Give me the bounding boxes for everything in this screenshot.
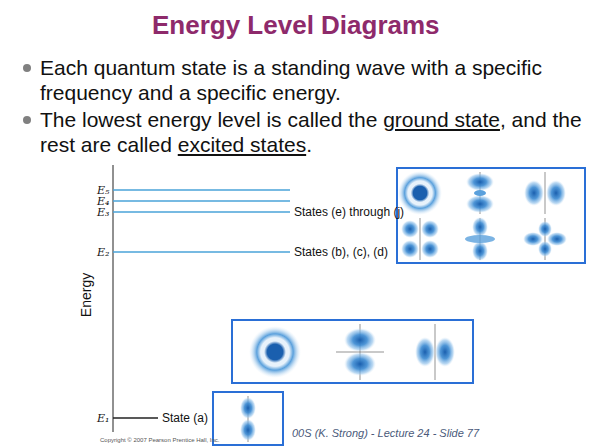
energy-axis xyxy=(113,165,114,432)
state-label: State (a) xyxy=(162,411,208,425)
energy-levels xyxy=(113,251,290,253)
copyright-note: Copyright © 2007 Pearson Prentice Hall, … xyxy=(100,437,219,444)
orbital-a xyxy=(240,419,256,441)
orbitals-e-to-j xyxy=(421,240,439,258)
energy-level-label: E₂ xyxy=(97,247,109,258)
orbitals-b-c-d xyxy=(344,328,376,352)
orbital-frames xyxy=(397,168,585,263)
state-label: States (b), (c), (d) xyxy=(294,245,388,259)
orbitals-e-to-j xyxy=(413,186,427,200)
bullet-phrase: . xyxy=(306,133,312,156)
bullet-phrase: Each quantum state is a standing wave wi… xyxy=(40,56,542,104)
bullet-dots xyxy=(23,64,31,72)
state-label: States (e) through (j) xyxy=(294,205,404,219)
bullet-dots xyxy=(23,64,31,124)
orbitals-e-to-j xyxy=(421,220,439,238)
orbitals-e-to-j xyxy=(466,195,494,213)
orbitals-e-to-j xyxy=(466,173,494,191)
energy-level-label: E₅ xyxy=(97,185,109,196)
energy-axis xyxy=(113,165,114,432)
bullet-text: The lowest energy level is called the gr… xyxy=(40,107,585,157)
orbitals-b-c-d xyxy=(435,337,455,367)
orbitals-b-c-d xyxy=(415,337,435,367)
energy-levels xyxy=(113,189,290,191)
orbitals-e-to-j xyxy=(398,171,442,215)
orbitals-e-to-j xyxy=(546,180,566,206)
bullet-phrase: The lowest energy level is called the xyxy=(40,108,377,131)
energy-levels xyxy=(113,200,290,202)
orbital-frames xyxy=(232,320,473,383)
key-term: ground state xyxy=(383,108,500,131)
orbitals-e-to-j xyxy=(524,180,544,206)
orbitals-e-to-j xyxy=(465,235,495,243)
energy-levels xyxy=(113,417,158,419)
orbitals-e-to-j xyxy=(538,221,552,237)
energy-levels xyxy=(113,211,290,213)
orbitals-e-to-j xyxy=(401,220,419,238)
energy-level-label: E₁ xyxy=(97,413,109,424)
orbitals-e-to-j xyxy=(538,241,552,257)
orbitals-b-c-d xyxy=(344,352,376,376)
energy-level-label: E₃ xyxy=(97,207,109,218)
orbital-frames xyxy=(213,392,283,445)
orbital-frames xyxy=(213,168,585,445)
energy-level-label: E₄ xyxy=(97,196,109,207)
orbitals-e-to-j xyxy=(545,172,546,214)
slide-title: Energy Level Diagrams xyxy=(152,10,440,41)
orbitals-b-c-d xyxy=(249,326,301,378)
key-term: excited states xyxy=(178,133,306,156)
orbitals-e-to-j xyxy=(472,241,488,261)
axis-label: Energy xyxy=(78,273,94,317)
orbitals-e-to-j xyxy=(472,217,488,237)
orbitals-e-to-j xyxy=(401,240,419,258)
orbitals-b-c-d xyxy=(249,324,455,380)
orbitals-e-to-j xyxy=(474,190,486,196)
bullet-text: Each quantum state is a standing wave wi… xyxy=(40,55,585,105)
slide-footer: 00S (K. Strong) - Lecture 24 - Slide 77 xyxy=(292,427,479,440)
bullet-dots xyxy=(23,116,31,124)
orbitals-e-to-j xyxy=(420,218,421,260)
orbital-a xyxy=(240,396,256,442)
orbital-a xyxy=(240,397,256,419)
orbitals-e-to-j xyxy=(398,171,567,261)
